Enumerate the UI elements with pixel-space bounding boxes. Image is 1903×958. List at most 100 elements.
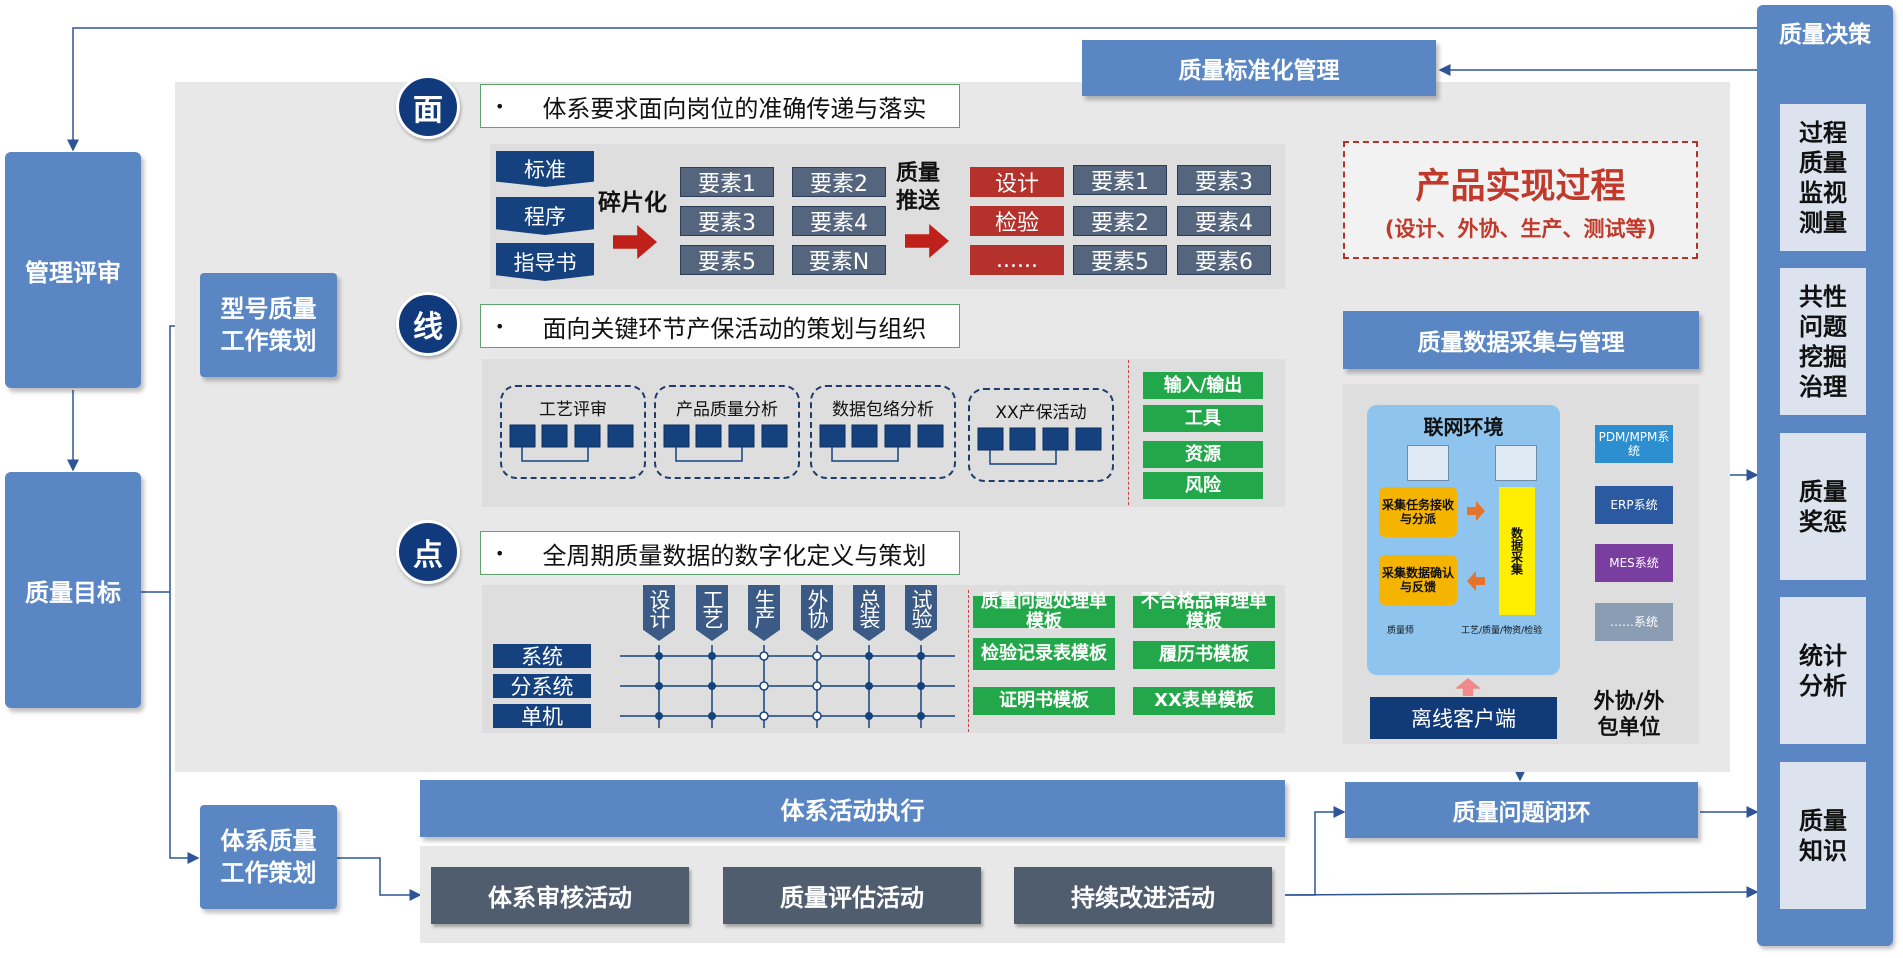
phase-tag: 总装 — [853, 585, 885, 641]
point-circle: 点 — [396, 520, 460, 584]
attr-tag: 风险 — [1143, 472, 1263, 499]
element-label: 要素2 — [810, 172, 868, 197]
decision-item: 过程 质量 监视 测量 — [1780, 104, 1866, 251]
decision-item-label: 过程 质量 监视 测量 — [1799, 118, 1847, 237]
element-a: 要素N — [792, 245, 886, 275]
standard-mgmt-label: 质量标准化管理 — [1178, 58, 1340, 84]
element-label: 要素4 — [810, 211, 868, 236]
matrix-grid — [620, 645, 955, 728]
process-tag: 检验 — [970, 206, 1064, 236]
activity-label: 质量评估活动 — [780, 884, 924, 912]
system-label: ……系统 — [1609, 615, 1658, 629]
point-bullet: •全周期质量数据的数字化定义与策划 — [480, 531, 960, 575]
system-label: MES系统 — [1609, 556, 1659, 570]
element-b: 要素1 — [1073, 165, 1167, 195]
template-label: 履历书模板 — [1159, 644, 1249, 665]
product-subtitle: (设计、外协、生产、测试等) — [1384, 216, 1657, 241]
element-b: 要素2 — [1073, 206, 1167, 236]
attr-tag: 资源 — [1143, 441, 1263, 468]
system-label: ERP系统 — [1610, 498, 1658, 512]
element-label: 要素5 — [1091, 250, 1149, 275]
attr-label: 资源 — [1185, 443, 1221, 465]
decision-item: 质量 奖惩 — [1780, 433, 1866, 580]
audit-activity: 体系审核活动 — [431, 867, 689, 924]
attr-label: 风险 — [1185, 474, 1221, 496]
level-label: 单机 — [521, 705, 563, 729]
surface-bullet: •体系要求面向岗位的准确传递与落实 — [480, 84, 960, 128]
management-review-label: 管理评审 — [25, 258, 121, 287]
decision-item: 统计 分析 — [1780, 597, 1866, 744]
attr-label: 输入/输出 — [1163, 374, 1243, 396]
confirm-box: 采集数据确认与反馈 — [1379, 555, 1457, 605]
process-label: 设计 — [994, 172, 1039, 197]
system-other: ……系统 — [1595, 603, 1673, 641]
process-label: 检验 — [994, 211, 1039, 236]
line-bullet-text: 面向关键环节产保活动的策划与组织 — [542, 314, 927, 343]
doc-label: 标准 — [524, 158, 566, 182]
element-label: 要素4 — [1195, 211, 1253, 236]
line-level-label: 线 — [413, 310, 443, 345]
level-tag: 系统 — [493, 644, 591, 669]
element-label: 要素3 — [1195, 170, 1253, 195]
level-tag: 单机 — [493, 704, 591, 729]
push-label: 质量 推送 — [896, 161, 941, 214]
system-pdm: PDM/MPM系统 — [1595, 425, 1673, 463]
system-erp: ERP系统 — [1595, 486, 1673, 524]
activity-group: 数据包络分析 — [810, 385, 956, 479]
system-mes: MES系统 — [1595, 544, 1673, 582]
system-plan-box: 体系质量 工作策划 — [200, 805, 337, 909]
network-env: 联网环境 采集任务接收与分派 采集数据确认与反馈 数据采集 质量师 工艺/质量/… — [1367, 405, 1560, 675]
line-bullet: •面向关键环节产保活动的策划与组织 — [480, 304, 960, 348]
doc-guide: 指导书 — [496, 243, 594, 281]
data-mgmt-label: 质量数据采集与管理 — [1417, 330, 1625, 356]
element-label: 要素1 — [698, 172, 756, 197]
product-process-box: 产品实现过程 (设计、外协、生产、测试等) — [1343, 141, 1698, 259]
network-title: 联网环境 — [1423, 415, 1504, 439]
model-plan-box: 型号质量 工作策划 — [200, 273, 337, 377]
activity-label: 持续改进活动 — [1071, 884, 1215, 912]
fragment-label: 碎片化 — [598, 190, 667, 216]
template-label: 检验记录表模板 — [981, 643, 1107, 664]
closure-box: 质量问题闭环 — [1345, 782, 1698, 838]
decision-item-label: 质量 奖惩 — [1799, 477, 1847, 536]
element-label: 要素N — [808, 250, 870, 275]
template-label: 证明书模板 — [999, 690, 1089, 711]
model-plan-label: 型号质量 工作策划 — [220, 295, 317, 355]
element-label: 要素5 — [698, 250, 756, 275]
decision-title: 质量决策 — [1779, 22, 1871, 48]
element-b: 要素3 — [1177, 165, 1271, 195]
doc-label: 指导书 — [513, 251, 577, 275]
activity-title: 数据包络分析 — [832, 400, 934, 420]
decision-item-label: 质量 知识 — [1799, 806, 1847, 865]
arrow-left-icon — [1467, 571, 1485, 591]
handshake-icon — [1495, 445, 1537, 481]
template-label: XX表单模板 — [1154, 690, 1254, 711]
template-tag: 不合格品审理单模板 — [1133, 592, 1275, 632]
attr-label: 工具 — [1185, 407, 1221, 429]
element-label: 要素1 — [1091, 170, 1149, 195]
surface-level-label: 面 — [413, 93, 443, 128]
arrow-right-icon — [1467, 501, 1485, 521]
level-label: 分系统 — [510, 675, 574, 699]
task-box: 采集任务接收与分派 — [1379, 487, 1457, 537]
template-tag: XX表单模板 — [1133, 687, 1275, 715]
phase-tag: 设计 — [643, 585, 675, 641]
divider — [1128, 360, 1129, 505]
outsource-label: 外协/外 包单位 — [1593, 689, 1665, 739]
attr-tag: 工具 — [1143, 405, 1263, 432]
quality-goal-box: 质量目标 — [5, 472, 141, 708]
role-label: 质量师 — [1387, 626, 1415, 636]
element-a: 要素3 — [680, 206, 774, 236]
template-label: 不合格品审理单模板 — [1141, 591, 1267, 632]
attr-tag: 输入/输出 — [1143, 372, 1263, 399]
activity-title: 工艺评审 — [539, 400, 607, 420]
execute-box: 体系活动执行 — [420, 780, 1285, 837]
divider — [968, 590, 969, 732]
standard-mgmt-box: 质量标准化管理 — [1082, 40, 1436, 96]
management-review-box: 管理评审 — [5, 152, 141, 388]
doc-procedure: 程序 — [496, 197, 594, 235]
activity-group: XX产保活动 — [968, 388, 1114, 482]
task-label: 采集任务接收与分派 — [1381, 498, 1454, 526]
activity-title: 产品质量分析 — [676, 400, 778, 420]
element-b: 要素5 — [1073, 245, 1167, 275]
